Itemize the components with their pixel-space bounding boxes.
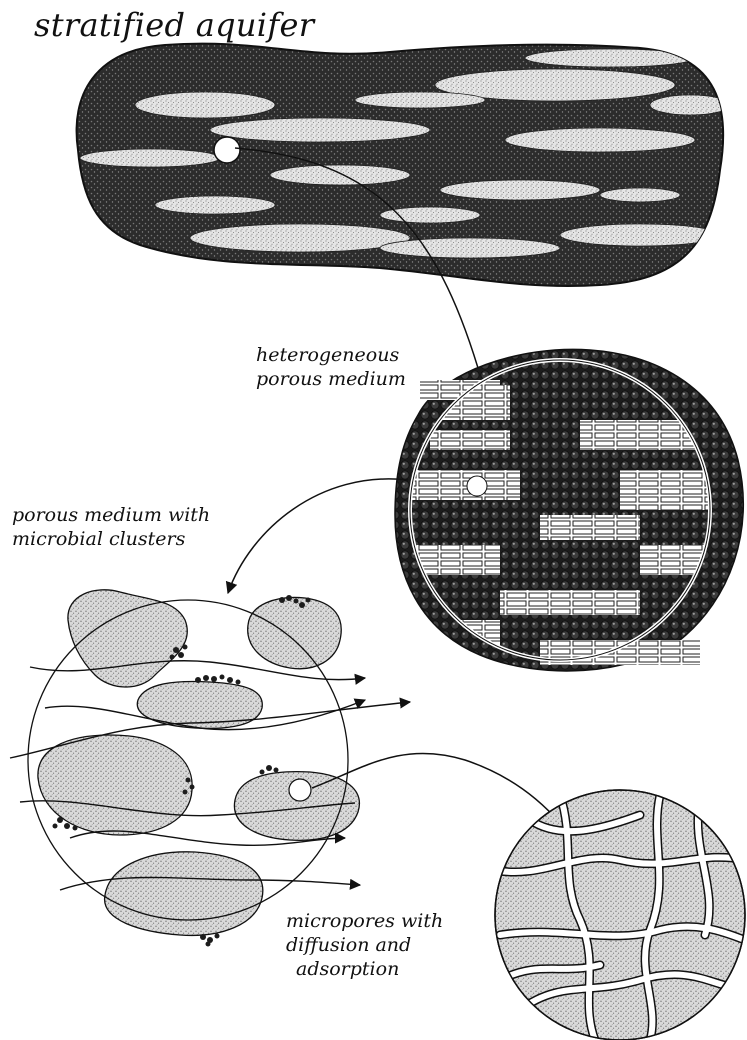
zoom-arrow — [228, 479, 408, 593]
label-line: heterogeneous — [256, 343, 406, 367]
heterogeneous-medium-illustration — [395, 349, 747, 671]
label-line: porous medium with — [12, 503, 210, 527]
label-line: porous medium — [256, 367, 406, 391]
label-line: micropores with — [286, 909, 443, 933]
label-line: adsorption — [286, 957, 443, 981]
micropore-illustration — [495, 790, 745, 1040]
label-porous-medium-microbial: porous medium with microbial clusters — [12, 503, 210, 551]
stratified-aquifer-illustration — [77, 44, 730, 286]
label-line: diffusion and — [286, 933, 443, 957]
grain-cluster-illustration — [10, 590, 410, 947]
title-stratified-aquifer: stratified aquifer — [34, 6, 314, 44]
label-heterogeneous-porous-medium: heterogeneous porous medium — [256, 343, 406, 391]
label-line: microbial clusters — [12, 527, 210, 551]
label-micropores: micropores with diffusion and adsorption — [286, 909, 443, 981]
